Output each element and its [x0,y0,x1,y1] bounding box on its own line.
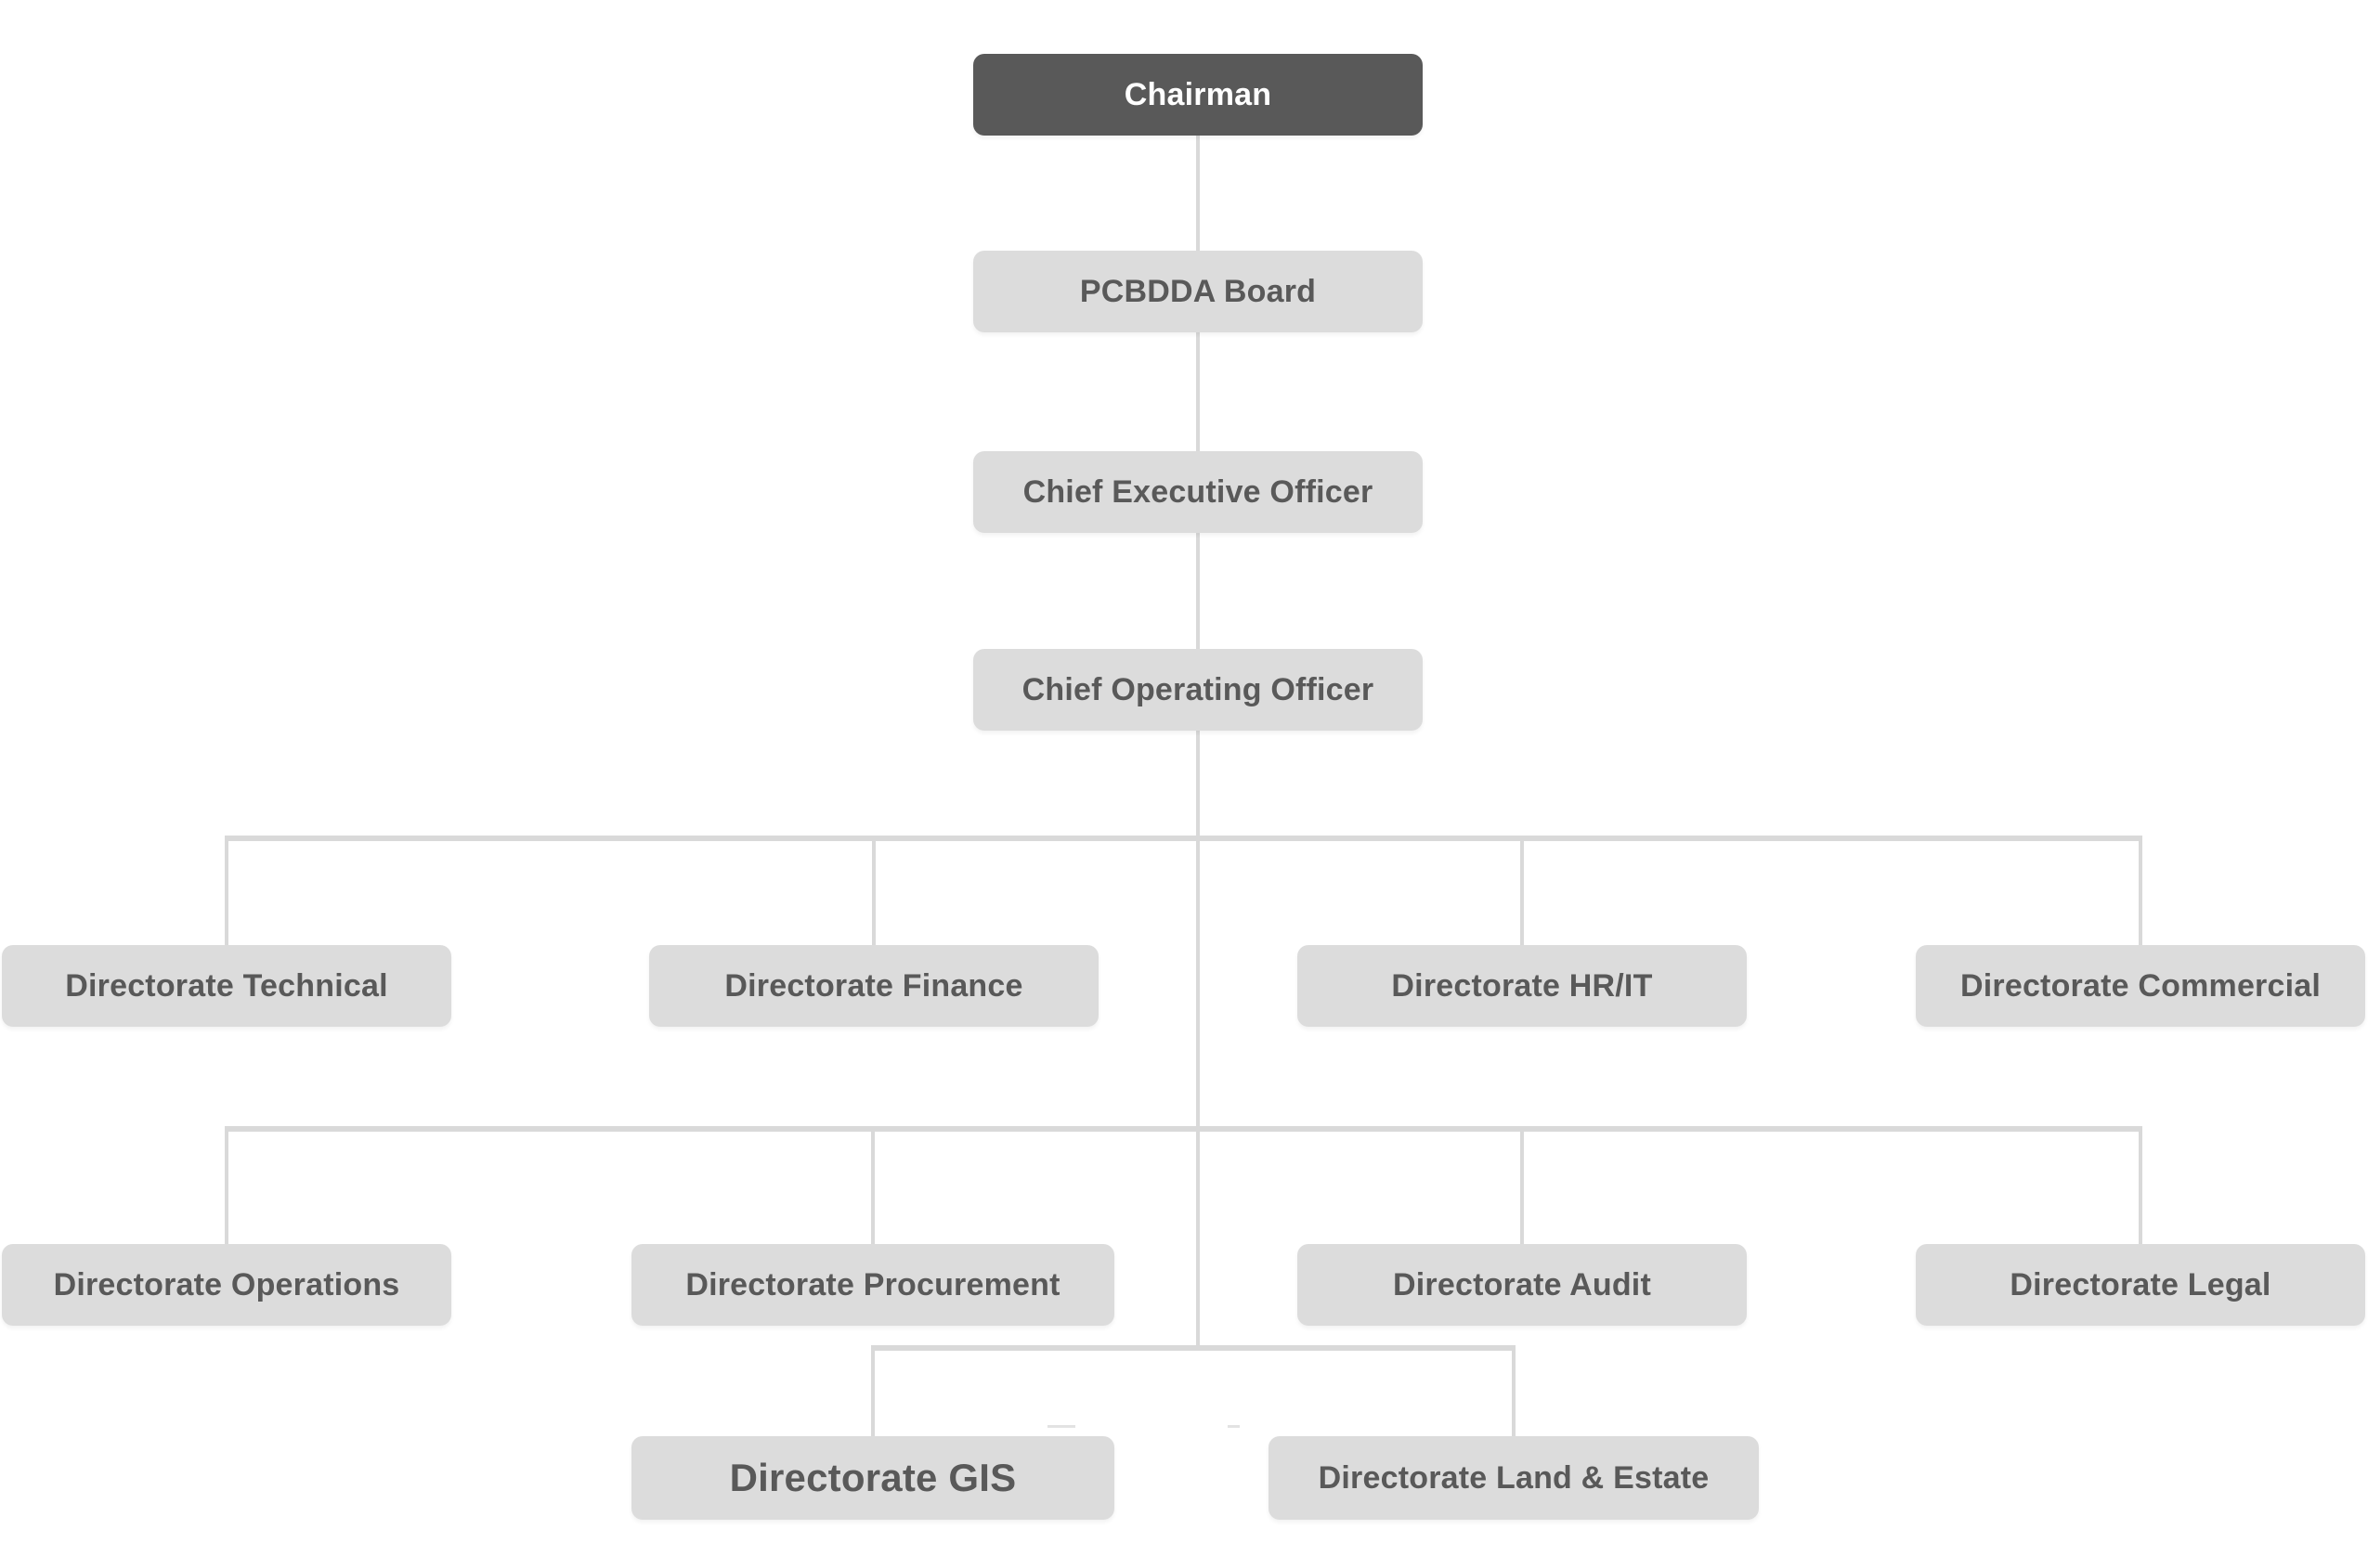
node-directorate-gis-label: Directorate GIS [729,1456,1017,1499]
connector-row3-bus [871,1345,1516,1351]
node-directorate-finance: Directorate Finance [649,945,1099,1027]
node-directorate-procurement: Directorate Procurement [631,1244,1114,1326]
connector-drop-operations [225,1132,228,1244]
node-pcbdda-board-label: PCBDDA Board [1079,273,1317,309]
node-chairman: Chairman [973,54,1423,136]
node-coo-label: Chief Operating Officer [1021,671,1374,707]
node-directorate-hrit: Directorate HR/IT [1297,945,1747,1027]
node-coo: Chief Operating Officer [973,649,1423,731]
connector-drop-gis [871,1351,875,1436]
node-directorate-procurement-label: Directorate Procurement [685,1266,1060,1302]
connector-row1-bus [225,836,2142,841]
node-directorate-gis: Directorate GIS [631,1436,1114,1520]
connector-drop-technical [225,841,228,945]
node-pcbdda-board: PCBDDA Board [973,251,1423,332]
node-directorate-hrit-label: Directorate HR/IT [1391,967,1653,1004]
connector-drop-audit [1520,1132,1524,1244]
node-directorate-commercial-label: Directorate Commercial [1960,967,2321,1004]
node-ceo-label: Chief Executive Officer [1022,473,1373,510]
node-directorate-operations-label: Directorate Operations [53,1266,400,1302]
node-directorate-audit-label: Directorate Audit [1393,1266,1651,1302]
node-directorate-finance-label: Directorate Finance [724,967,1023,1004]
node-directorate-technical-label: Directorate Technical [65,967,388,1004]
node-directorate-legal-label: Directorate Legal [2010,1266,2271,1302]
connector-board-ceo [1196,332,1200,451]
node-directorate-audit: Directorate Audit [1297,1244,1747,1326]
connector-drop-procurement [871,1132,875,1244]
connector-row2-bus [225,1126,2142,1132]
connector-ceo-coo [1196,533,1200,649]
node-directorate-legal: Directorate Legal [1916,1244,2365,1326]
node-directorate-commercial: Directorate Commercial [1916,945,2365,1027]
connector-drop-finance [872,841,876,945]
artifact-dash [1047,1425,1075,1428]
artifact-dash [1228,1425,1240,1428]
connector-coo-spine [1196,731,1200,1348]
connector-chairman-board [1196,136,1200,251]
connector-drop-hrit [1520,841,1524,945]
node-directorate-land-estate: Directorate Land & Estate [1269,1436,1759,1520]
connector-drop-land-estate [1512,1351,1516,1436]
node-chairman-label: Chairman [1124,76,1272,112]
node-ceo: Chief Executive Officer [973,451,1423,533]
node-directorate-land-estate-label: Directorate Land & Estate [1318,1459,1710,1496]
node-directorate-technical: Directorate Technical [2,945,451,1027]
connector-drop-commercial [2139,841,2142,945]
connector-drop-legal [2139,1132,2142,1244]
node-directorate-operations: Directorate Operations [2,1244,451,1326]
